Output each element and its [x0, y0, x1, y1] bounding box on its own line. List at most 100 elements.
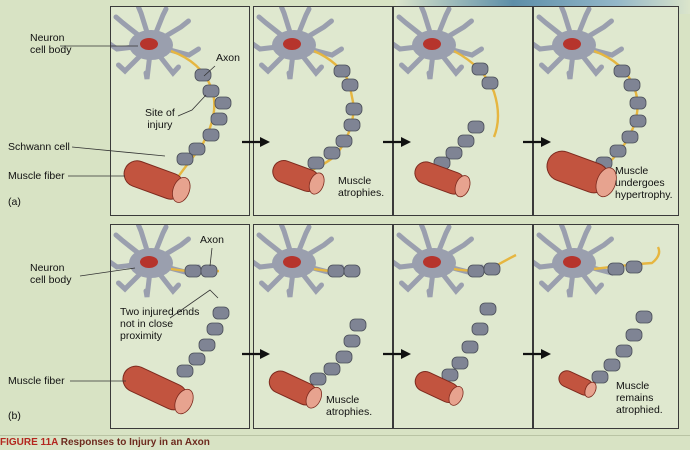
neuron-diagram-b1 — [111, 225, 230, 415]
schwann-cell — [471, 322, 489, 336]
schwann-cell — [200, 264, 218, 278]
schwann-cell — [461, 340, 479, 354]
schwann-cell — [335, 350, 353, 364]
muscle-fiber — [558, 370, 597, 398]
schwann-cell — [345, 102, 363, 116]
muscle-fiber — [122, 365, 194, 415]
muscle-end — [172, 176, 191, 203]
schwann-cell — [613, 64, 631, 78]
schwann-cell — [206, 322, 224, 336]
panel-b3 — [393, 224, 533, 429]
schwann-cell — [343, 264, 361, 278]
schwann-cell — [603, 358, 621, 372]
nucleus — [140, 256, 158, 268]
schwann-cell — [333, 64, 351, 78]
schwann-cell — [481, 76, 499, 90]
muscle-end — [174, 388, 194, 415]
muscle-fiber — [414, 161, 471, 198]
label-two-injured-ends: Two injured ends not in close proximity — [120, 306, 200, 342]
muscle-end — [584, 381, 597, 398]
muscle-fiber — [268, 370, 323, 409]
muscle-fiber — [272, 160, 325, 195]
part-label-b: (b) — [8, 410, 21, 422]
schwann-cell — [629, 96, 647, 110]
muscle-fiber — [414, 371, 464, 406]
label-muscle-fiber-a: Muscle fiber — [8, 170, 65, 182]
schwann-cell — [176, 152, 194, 166]
label-muscle-fiber-b: Muscle fiber — [8, 375, 65, 387]
label-axon-b: Axon — [200, 234, 224, 246]
label-neuron-cell-body-b: Neuron cell body — [30, 262, 72, 286]
neuron-diagram-a3 — [394, 7, 500, 198]
neuron-diagram-b2 — [254, 225, 367, 409]
nucleus — [283, 38, 301, 50]
schwann-cell — [343, 118, 361, 132]
label-axon-a: Axon — [216, 52, 240, 64]
schwann-cell — [194, 68, 212, 82]
caption-muscle-hypertrophy: Muscle undergoes hypertrophy. — [615, 165, 673, 201]
nucleus — [283, 256, 301, 268]
schwann-cell — [607, 262, 625, 276]
neuron-diagram-b3 — [394, 225, 517, 406]
schwann-cell — [188, 142, 206, 156]
schwann-cell — [623, 78, 641, 92]
schwann-cell — [635, 310, 653, 324]
arrow-b2-b3 — [383, 349, 411, 359]
schwann-cell — [214, 96, 232, 110]
schwann-cell — [629, 114, 647, 128]
schwann-cell — [343, 334, 361, 348]
muscle-fiber — [546, 150, 617, 198]
nucleus — [423, 38, 441, 50]
schwann-cell — [349, 318, 367, 332]
caption-muscle-atrophies-b: Muscle atrophies. — [326, 394, 373, 418]
figure-title: Responses to Injury in an Axon — [60, 437, 210, 448]
schwann-cell — [625, 260, 643, 274]
schwann-cell — [441, 368, 459, 382]
schwann-cell — [467, 120, 485, 134]
caption-divider — [0, 435, 690, 436]
arrow-b3-b4 — [523, 349, 551, 359]
muscle-end — [308, 172, 325, 195]
nucleus — [563, 256, 581, 268]
muscle-end — [448, 386, 464, 406]
schwann-cell — [625, 328, 643, 342]
panel-b1 — [110, 224, 250, 429]
panel-b2 — [253, 224, 393, 429]
schwann-cell — [323, 362, 341, 376]
schwann-cell — [609, 144, 627, 158]
panel-a3 — [393, 6, 533, 216]
figure-number: FIGURE 11A — [0, 437, 58, 448]
panel-a4 — [533, 6, 679, 216]
label-site-of-injury: Site of injury — [145, 107, 175, 131]
nucleus — [563, 38, 581, 50]
muscle-end — [305, 386, 323, 409]
muscle-end — [595, 167, 617, 198]
schwann-cell — [471, 62, 489, 76]
schwann-cell — [307, 156, 325, 170]
arrow-a3-a4 — [523, 137, 551, 147]
schwann-cell — [176, 364, 194, 378]
panel-b4 — [533, 224, 679, 429]
schwann-cell — [621, 130, 639, 144]
schwann-cell — [198, 338, 216, 352]
schwann-cell — [202, 128, 220, 142]
panel-a1 — [110, 6, 250, 216]
neuron-diagram-a1 — [111, 7, 232, 203]
schwann-cell — [591, 370, 609, 384]
part-label-a: (a) — [8, 196, 21, 208]
arrow-a2-a3 — [383, 137, 411, 147]
label-neuron-cell-body-a: Neuron cell body — [30, 32, 72, 56]
neuron-diagram-a4 — [534, 7, 647, 198]
schwann-cell — [309, 372, 327, 386]
schwann-cell — [445, 146, 463, 160]
schwann-cell — [483, 262, 501, 276]
neuron-diagram-b4 — [534, 225, 661, 398]
neuron-diagram-a2 — [254, 7, 363, 195]
schwann-cell — [335, 134, 353, 148]
schwann-cell — [212, 306, 230, 320]
schwann-cell — [457, 134, 475, 148]
label-schwann-cell: Schwann cell — [8, 141, 70, 153]
schwann-cell — [479, 302, 497, 316]
axon — [453, 49, 500, 138]
